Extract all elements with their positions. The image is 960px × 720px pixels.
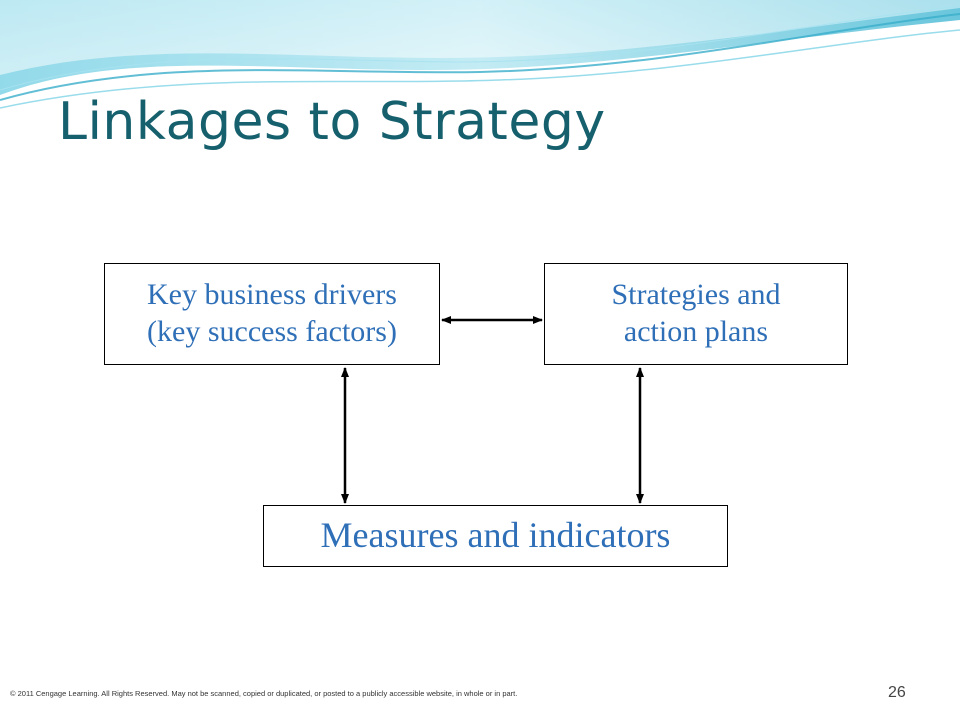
- page-number: 26: [888, 684, 906, 701]
- node-label-line: Strategies and: [611, 278, 781, 312]
- node-label-line: (key success factors): [147, 315, 397, 348]
- node-label-line: Measures and indicators: [320, 515, 671, 556]
- node-measures-and-indicators: Measures and indicators: [263, 505, 728, 567]
- header-wave-decoration: [0, 0, 960, 109]
- node-key-business-drivers: Key business drivers (key success factor…: [104, 263, 440, 365]
- node-strategies-and-action-plans: Strategies and action plans: [544, 263, 848, 365]
- node-label-line: action plans: [623, 315, 769, 348]
- node-label-line: Key business drivers: [147, 278, 397, 312]
- slide-title: Linkages to Strategy: [58, 92, 606, 152]
- copyright-notice: © 2011 Cengage Learning. All Rights Rese…: [10, 689, 518, 698]
